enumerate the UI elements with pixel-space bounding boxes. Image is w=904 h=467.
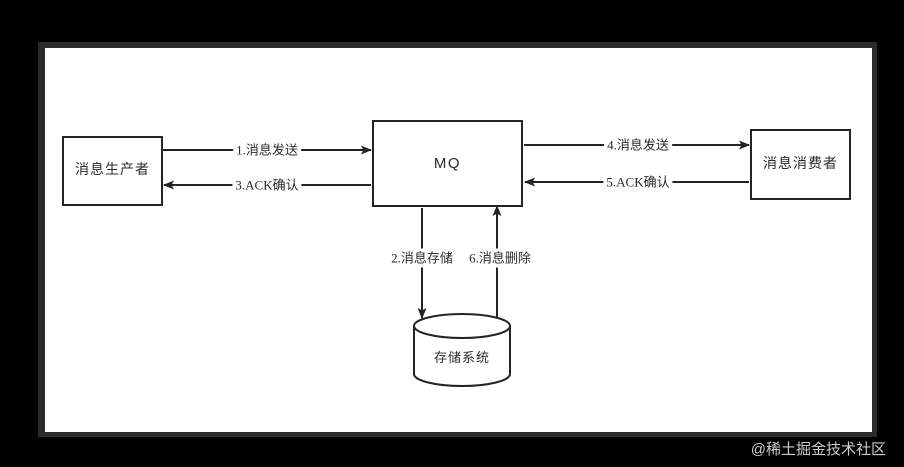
node-storage-cylinder[interactable]: 存储系统 — [412, 313, 512, 387]
edge-label-4: 4.消息发送 — [604, 137, 672, 153]
edge-label-1: 1.消息发送 — [233, 142, 301, 158]
edge-label-2: 2.消息存储 — [389, 248, 455, 268]
node-consumer-label: 消息消费者 — [763, 156, 838, 172]
node-storage-label: 存储系统 — [433, 349, 490, 365]
edge-label-6: 6.消息删除 — [467, 248, 533, 268]
edge-label-5: 5.ACK确认 — [603, 174, 673, 190]
node-consumer[interactable]: 消息消费者 — [750, 129, 851, 200]
node-producer-label: 消息生产者 — [75, 163, 150, 178]
node-mq-label: MQ — [433, 155, 462, 172]
watermark: @稀土掘金技术社区 — [750, 441, 886, 458]
node-mq[interactable]: MQ — [372, 120, 523, 207]
node-producer[interactable]: 消息生产者 — [62, 136, 163, 206]
edge-label-3: 3.ACK确认 — [232, 177, 302, 193]
cylinder-shape — [413, 313, 511, 387]
